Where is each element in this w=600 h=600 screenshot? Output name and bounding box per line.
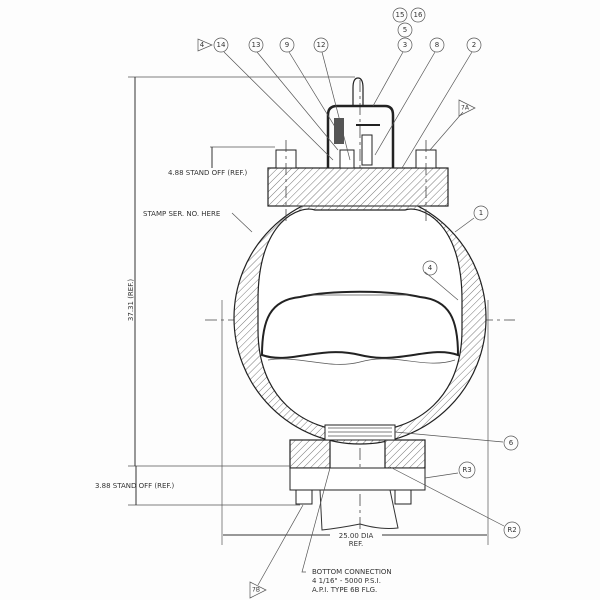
svg-text:6: 6 [509,439,514,447]
flag-4: 4 [197,38,213,52]
flag-7A: 7A [458,99,476,117]
bottom-connection-line-1: BOTTOM CONNECTION [312,568,392,576]
svg-text:4: 4 [428,264,433,272]
vessel-shell [233,191,487,445]
balloon-13: 13 [248,37,264,53]
balloon-1: 1 [473,205,489,221]
svg-text:15: 15 [396,11,405,19]
svg-text:R3: R3 [462,466,471,474]
svg-text:R2: R2 [507,526,516,534]
balloon-R3: R3 [458,461,476,479]
bottom-flange [289,424,426,531]
balloon-2: 2 [466,37,482,53]
dim-overall-height-label: 37.31 (REF.) [127,279,135,321]
svg-text:12: 12 [317,41,326,49]
svg-text:8: 8 [435,41,439,49]
balloon-9: 9 [279,37,295,53]
balloon-R2: R2 [503,521,521,539]
svg-text:9: 9 [285,41,289,49]
flag-7B: 7B [249,581,267,599]
balloon-15: 15 [392,7,408,23]
balloon-14: 14 [213,37,229,53]
bottom-connection-leader [301,467,331,573]
dim-top-standoff-label: 4.88 STAND OFF (REF.) [168,169,248,177]
dim-diameter-label: 25.00 DIA [339,532,374,540]
svg-text:7A: 7A [461,105,470,112]
dim-diameter-ref: REF. [349,540,363,548]
valve-guard [326,77,395,169]
stamp-note: STAMP SER. NO. HERE [143,210,220,218]
top-bolts [275,140,437,225]
svg-text:7B: 7B [252,587,260,594]
balloon-6: 6 [503,435,519,451]
svg-text:1: 1 [479,209,483,217]
bottom-connection-line-3: A.P.I. TYPE 6B FLG. [312,586,377,594]
top-cover-flange [267,167,449,207]
svg-text:13: 13 [252,41,261,49]
balloon-4: 4 [422,260,438,276]
svg-text:16: 16 [414,11,423,19]
dim-overall-height [128,76,355,467]
bladder [260,290,460,359]
leader-lines [223,51,505,586]
dim-bottom-standoff-label: 3.88 STAND OFF (REF.) [95,482,175,490]
bottom-connection-line-2: 4 1/16" - 5000 P.S.I. [312,577,381,585]
balloon-5: 5 [397,22,413,38]
balloon-12: 12 [313,37,329,53]
stamp-leader [231,212,253,233]
balloon-8: 8 [429,37,445,53]
dim-bottom-standoff [128,466,300,506]
balloon-16: 16 [410,7,426,23]
balloon-3: 3 [397,37,413,53]
svg-text:5: 5 [403,26,407,34]
svg-text:4: 4 [200,41,205,49]
dim-top-standoff [210,146,275,168]
svg-text:14: 14 [217,41,226,49]
svg-text:3: 3 [403,41,407,49]
svg-text:2: 2 [472,41,476,49]
liquid-level [267,358,456,365]
